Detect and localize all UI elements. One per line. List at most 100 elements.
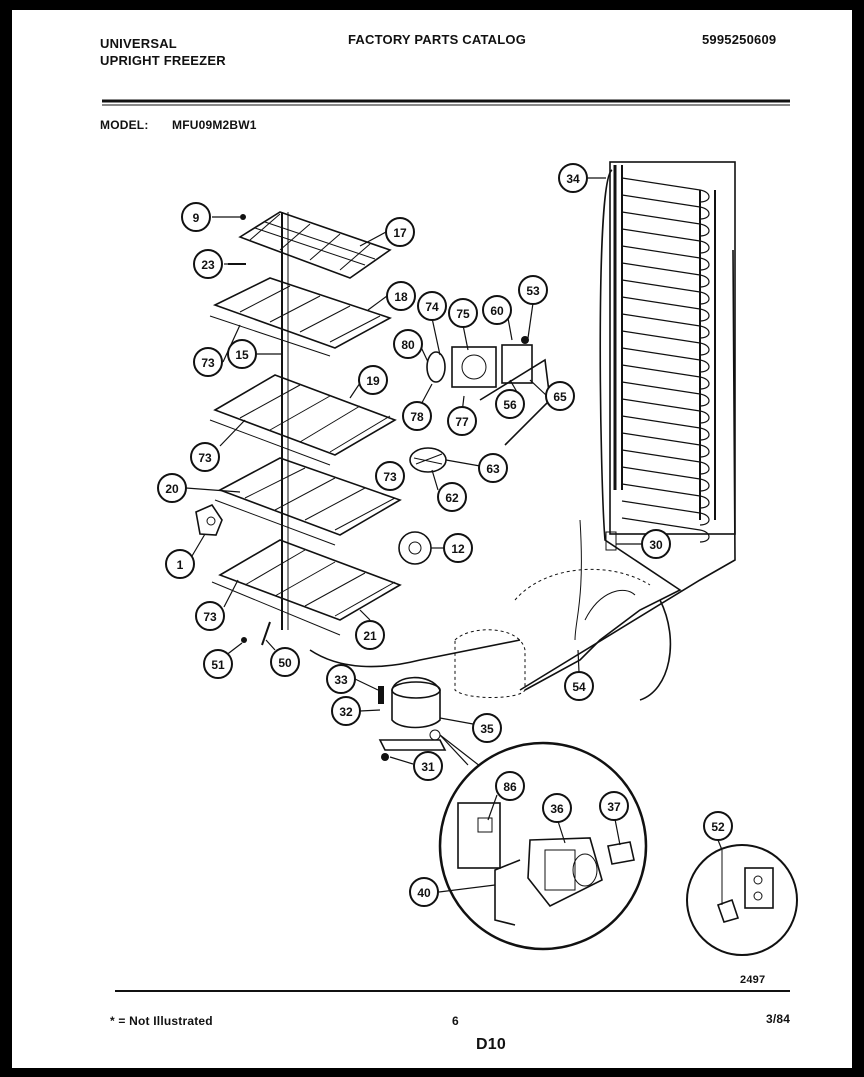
- callout-53: 53: [518, 275, 548, 305]
- detail-leader-2: [439, 734, 469, 766]
- svg-text:35: 35: [480, 722, 494, 736]
- svg-text:30: 30: [649, 538, 663, 552]
- wire-shelf-3: [209, 374, 397, 466]
- svg-text:51: 51: [211, 658, 225, 672]
- svg-text:9: 9: [193, 211, 200, 225]
- wire-shelf-bottom: [211, 539, 402, 636]
- condenser-tube-pass: [621, 296, 710, 322]
- svg-text:52: 52: [711, 820, 725, 834]
- condenser-tube-pass: [621, 449, 710, 475]
- model-label: MODEL:: [100, 118, 149, 132]
- detail-circle-relay: [438, 741, 648, 951]
- svg-text:53: 53: [526, 284, 540, 298]
- svg-text:15: 15: [235, 348, 249, 362]
- drain-tube: [639, 599, 672, 701]
- callout-50: 50: [270, 647, 300, 677]
- callout-19: 19: [358, 365, 388, 395]
- svg-text:75: 75: [456, 307, 470, 321]
- callout-15: 15: [227, 339, 257, 369]
- condenser-tube-pass: [621, 177, 710, 203]
- condenser-tube-pass: [621, 364, 710, 390]
- callout-36: 36: [542, 793, 572, 823]
- condenser-tube-pass: [621, 194, 710, 220]
- cabinet-ghost-arc: [514, 568, 651, 601]
- svg-text:23: 23: [201, 258, 215, 272]
- callout-60: 60: [482, 295, 512, 325]
- part-30-drier: [605, 531, 617, 551]
- svg-text:50: 50: [278, 656, 292, 670]
- callout-17: 17: [385, 217, 415, 247]
- svg-text:80: 80: [401, 338, 415, 352]
- svg-text:86: 86: [503, 780, 517, 794]
- svg-text:73: 73: [203, 610, 217, 624]
- drawing-number: 2497: [740, 974, 766, 986]
- svg-text:1: 1: [177, 558, 184, 572]
- callout-75: 75: [448, 298, 478, 328]
- callout-9: 9: [181, 202, 211, 232]
- callout-62: 62: [437, 482, 467, 512]
- leader-lines: [185, 177, 723, 893]
- svg-text:73: 73: [198, 451, 212, 465]
- callout-73: 73: [195, 601, 225, 631]
- wire-shelf-2: [209, 277, 392, 357]
- part-1-bracket: [195, 503, 223, 536]
- callout-1: 1: [165, 549, 195, 579]
- relay-36: [527, 837, 603, 908]
- svg-text:78: 78: [410, 410, 424, 424]
- callout-51: 51: [203, 649, 233, 679]
- part-51-screw: [241, 637, 247, 643]
- part-12-fan: [398, 531, 432, 565]
- callout-40: 40: [409, 877, 439, 907]
- callout-74: 74: [417, 291, 447, 321]
- callout-35: 35: [472, 713, 502, 743]
- condenser-tube-pass: [621, 398, 710, 424]
- thermostat-assembly: [426, 336, 533, 388]
- condenser-tube-pass: [621, 245, 710, 271]
- wire-shelf-top: [238, 211, 392, 279]
- svg-text:77: 77: [455, 415, 469, 429]
- condenser-tube-pass: [621, 466, 710, 492]
- condenser-tube-pass: [621, 347, 710, 373]
- svg-text:31: 31: [421, 760, 435, 774]
- condenser-tube-pass: [621, 415, 710, 441]
- model-number: MFU09M2BW1: [172, 118, 257, 132]
- condenser-tube-pass: [621, 313, 710, 339]
- wire-shelf-4: [214, 457, 402, 546]
- condenser-tube-pass: [621, 517, 710, 543]
- callout-31: 31: [413, 751, 443, 781]
- condenser-tube-pass: [621, 211, 710, 237]
- revision-date: 3/84: [766, 1012, 791, 1026]
- svg-text:12: 12: [451, 542, 465, 556]
- detail-leader-1: [439, 734, 486, 771]
- condenser-tube-pass: [621, 262, 710, 288]
- callout-21: 21: [355, 620, 385, 650]
- svg-text:73: 73: [383, 470, 397, 484]
- condenser-tube-pass: [621, 279, 710, 305]
- callout-77: 77: [447, 406, 477, 436]
- section-code: D10: [476, 1036, 506, 1053]
- callout-33: 33: [326, 664, 356, 694]
- svg-text:56: 56: [503, 398, 517, 412]
- callout-37: 37: [599, 791, 629, 821]
- brand-line-2: UPRIGHT FREEZER: [100, 53, 226, 68]
- harness-wire: [479, 358, 551, 446]
- svg-text:60: 60: [490, 304, 504, 318]
- condenser-coil: [609, 161, 736, 543]
- svg-text:65: 65: [553, 390, 567, 404]
- callout-30: 30: [641, 529, 671, 559]
- switch-assembly-63: [409, 447, 447, 473]
- svg-text:32: 32: [339, 705, 353, 719]
- svg-text:18: 18: [394, 290, 408, 304]
- callout-23: 23: [193, 249, 223, 279]
- callout-65: 65: [545, 381, 575, 411]
- svg-text:74: 74: [425, 300, 439, 314]
- page-number: 6: [452, 1014, 459, 1028]
- callout-63: 63: [478, 453, 508, 483]
- callout-56: 56: [495, 389, 525, 419]
- catalog-title: FACTORY PARTS CATALOG: [348, 32, 527, 47]
- callout-80: 80: [393, 329, 423, 359]
- svg-text:21: 21: [363, 629, 377, 643]
- suction-line: [309, 639, 521, 668]
- condenser-tubing: [524, 169, 682, 691]
